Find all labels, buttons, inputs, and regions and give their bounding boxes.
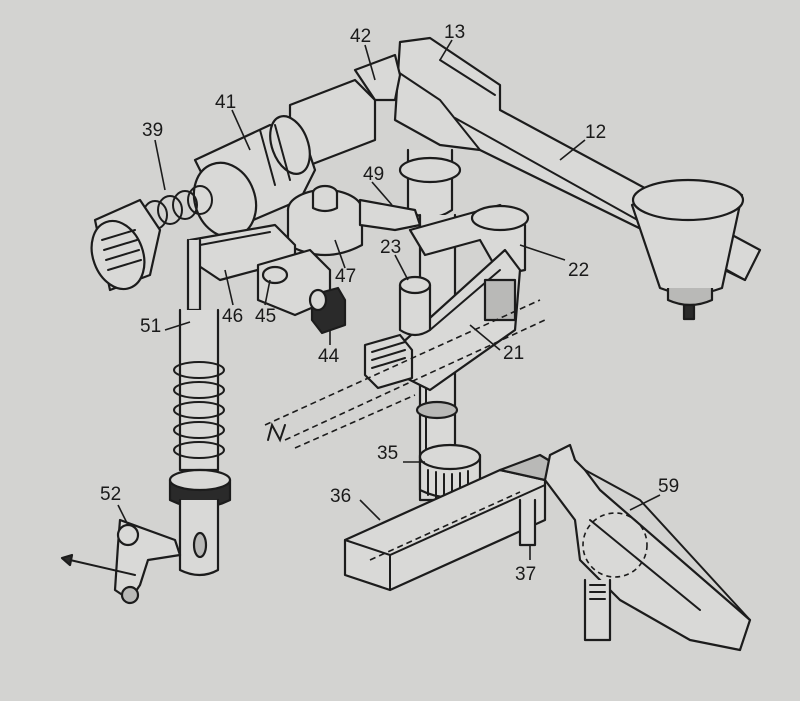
arm-49 bbox=[358, 198, 422, 232]
label-22: 22 bbox=[568, 260, 589, 281]
label-21: 21 bbox=[503, 343, 524, 364]
label-37: 37 bbox=[515, 564, 536, 585]
rod-37 bbox=[518, 498, 537, 547]
label-49: 49 bbox=[363, 164, 384, 185]
label-46: 46 bbox=[222, 306, 243, 327]
crank-knob bbox=[630, 178, 745, 321]
leader-lines bbox=[117, 39, 661, 560]
lever-52 bbox=[60, 518, 182, 605]
part-labels: 13 42 41 39 12 49 23 22 47 51 46 45 21 4… bbox=[100, 22, 679, 585]
label-12: 12 bbox=[585, 122, 606, 143]
label-35: 35 bbox=[377, 443, 398, 464]
barrel-41 bbox=[192, 78, 377, 239]
label-23: 23 bbox=[380, 237, 401, 258]
jaw-59 bbox=[543, 443, 752, 652]
knob-44 bbox=[308, 286, 347, 335]
threaded-cap bbox=[90, 198, 162, 292]
label-42: 42 bbox=[350, 26, 371, 47]
cam-47 bbox=[286, 184, 364, 256]
label-39: 39 bbox=[142, 120, 163, 141]
label-36: 36 bbox=[330, 486, 351, 507]
label-59: 59 bbox=[658, 476, 679, 497]
label-47: 47 bbox=[335, 266, 356, 287]
label-51: 51 bbox=[140, 316, 161, 337]
label-45: 45 bbox=[255, 306, 276, 327]
rod-51 bbox=[168, 238, 232, 577]
bracket-42 bbox=[353, 53, 402, 102]
label-44: 44 bbox=[318, 346, 340, 367]
pin-23 bbox=[398, 275, 432, 337]
label-41: 41 bbox=[215, 92, 236, 113]
dashed-guides bbox=[264, 299, 546, 449]
label-13: 13 bbox=[444, 22, 465, 43]
label-52: 52 bbox=[100, 484, 121, 505]
